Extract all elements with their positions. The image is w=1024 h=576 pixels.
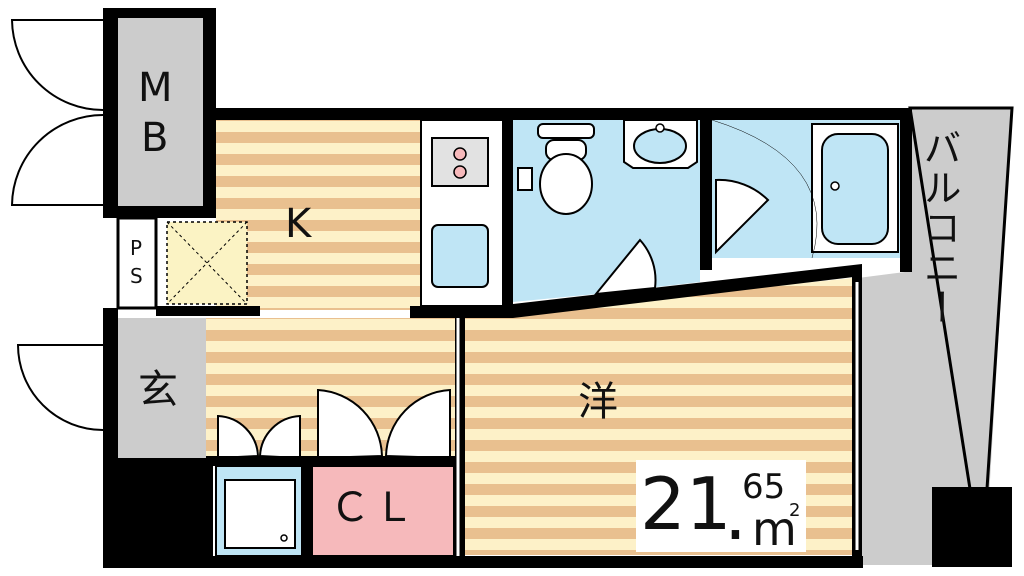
wall-bottom — [103, 556, 863, 568]
wall-right-bath — [900, 108, 912, 272]
toilet-bowl — [539, 153, 593, 215]
balcony-label: バルコニー — [917, 128, 961, 328]
area-superscript: 2 — [789, 500, 801, 521]
shoe-door-left — [217, 414, 260, 460]
area-decimal: 65 — [742, 467, 786, 507]
closet-door-left — [317, 388, 384, 460]
area-unit: m — [752, 502, 797, 556]
western-room-label: 洋 — [578, 379, 618, 425]
entrance-door — [16, 344, 104, 431]
wall-kitchen-ps — [156, 306, 260, 316]
entrance-label: 玄 — [138, 367, 178, 413]
burner-2 — [453, 165, 467, 179]
area-integer: 21 — [640, 462, 732, 546]
area-label-backdrop — [636, 460, 806, 552]
ps-closet — [116, 216, 158, 310]
bath-drain — [830, 181, 840, 191]
ps-label-line2: S — [130, 264, 143, 288]
bottom-left-block — [103, 458, 213, 568]
balcony-outline — [908, 106, 1014, 566]
paper-holder — [517, 167, 533, 191]
mb-door-top — [10, 19, 104, 111]
wall-closet-top — [206, 456, 456, 466]
bath-curtain — [711, 119, 818, 259]
wall-kitchen-divider — [503, 120, 513, 312]
wall-toilet-bath — [700, 120, 712, 270]
ps-cross-2 — [166, 221, 248, 305]
faucet — [655, 123, 665, 133]
shoe-cabinet-knob — [280, 534, 288, 542]
area-point: . — [724, 472, 747, 556]
closet-cl — [311, 465, 455, 557]
mb-label-line1: M — [138, 65, 173, 111]
bathtub-inner — [821, 133, 889, 245]
ps-label-line1: P — [130, 236, 143, 260]
kitchen-label: K — [285, 201, 312, 247]
mb-door-bottom — [10, 114, 104, 206]
wall-corridor-divider — [455, 318, 465, 568]
toilet-tank — [537, 123, 595, 139]
wall-closet-mid — [302, 456, 312, 568]
kitchen-sink — [431, 224, 489, 288]
bath-door-swing — [715, 178, 770, 255]
closet-door-right — [384, 388, 451, 460]
mb-closet — [118, 18, 203, 206]
kitchen-floor — [216, 120, 421, 310]
wash-bowl — [633, 128, 687, 164]
ps-cross-1 — [166, 221, 248, 305]
entrance-area — [118, 318, 206, 458]
wall-slanted — [513, 264, 862, 318]
shoe-door-right — [258, 414, 301, 460]
burner-1 — [453, 147, 467, 161]
stove — [431, 137, 489, 187]
wall-kitchen-bottom — [410, 306, 513, 318]
mb-label-line2: B — [141, 115, 169, 161]
balcony-corner-column — [932, 487, 1012, 567]
wall-top — [206, 108, 912, 120]
toilet-door-swing — [593, 238, 657, 296]
closet-label: ＣＬ — [330, 485, 418, 531]
balcony-area — [858, 108, 1012, 565]
